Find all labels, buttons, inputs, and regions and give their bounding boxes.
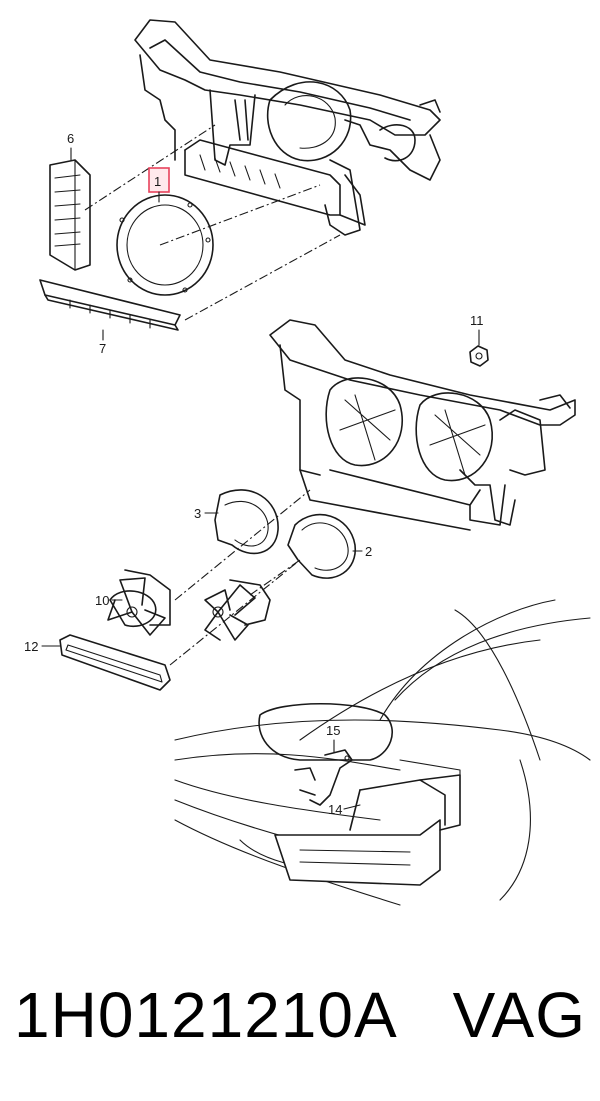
callout-15[interactable]: 15 <box>326 723 340 753</box>
brand-name: VAG <box>452 979 586 1051</box>
guide-line <box>249 559 301 596</box>
part-11-nut <box>469 329 489 367</box>
callout-label: 12 <box>24 639 38 654</box>
callout-2[interactable]: 2 <box>352 544 372 559</box>
front-panel-middle <box>269 319 576 531</box>
caption-bar: 1H0121210A VAG <box>0 970 600 1080</box>
parts-diagram: 1 6 7 11 3 2 10 12 15 14 <box>24 19 591 906</box>
fan-motor-right <box>204 579 271 641</box>
callout-11[interactable]: 11 <box>470 313 484 328</box>
part-6-grille <box>49 159 91 271</box>
part-number: 1H0121210A <box>14 979 398 1051</box>
callout-1[interactable]: 1 <box>148 167 170 203</box>
guide-line <box>184 234 341 321</box>
part-12-seal <box>59 634 171 691</box>
callout-label: 11 <box>470 313 484 328</box>
callout-label: 6 <box>67 131 74 146</box>
callout-label: 14 <box>328 802 342 817</box>
guide-line <box>159 184 321 246</box>
callout-label: 2 <box>365 544 372 559</box>
part-10-fan-motor <box>107 569 171 636</box>
part-15-bracket <box>294 749 353 806</box>
part-3-fan-ring <box>214 489 279 555</box>
callout-6[interactable]: 6 <box>67 131 74 161</box>
callout-12[interactable]: 12 <box>24 639 61 654</box>
callout-label: 10 <box>95 593 109 608</box>
part-14-air-duct <box>274 774 461 886</box>
callout-14[interactable]: 14 <box>328 802 361 817</box>
callout-label: 15 <box>326 723 340 738</box>
callout-7[interactable]: 7 <box>99 329 106 356</box>
part-7-air-guide <box>39 279 181 331</box>
guide-line <box>84 124 216 211</box>
callout-label: 1 <box>154 174 161 189</box>
callout-10[interactable]: 10 <box>95 593 123 608</box>
front-panel-top <box>134 19 441 236</box>
callout-label: 3 <box>194 506 201 521</box>
guide-line <box>169 559 301 666</box>
guide-line <box>174 489 311 601</box>
part-1-fan-shroud-ring <box>116 194 214 296</box>
part-2-fan-ring <box>287 513 356 579</box>
callout-3[interactable]: 3 <box>194 506 219 521</box>
callout-label: 7 <box>99 341 106 356</box>
